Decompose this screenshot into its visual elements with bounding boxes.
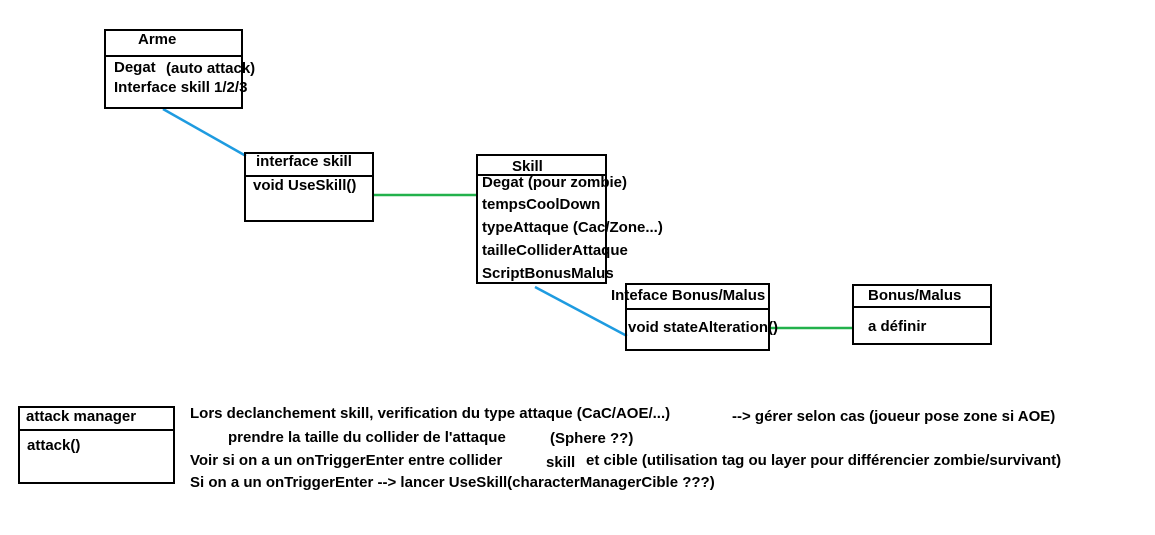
interface-skill-method-useskill: void UseSkill() xyxy=(253,177,357,194)
note-line-3-skill: skill xyxy=(546,454,576,471)
interface-skill-class-box xyxy=(244,152,374,222)
arme-to-interface-skill-connector xyxy=(162,107,247,158)
skill-field-degat: Degat (pour zombie) xyxy=(482,174,627,191)
arme-divider xyxy=(106,55,241,57)
skill-field-tempscooldown: tempsCoolDown xyxy=(482,196,601,213)
arme-title: Arme xyxy=(138,31,177,48)
interface-skill-divider xyxy=(246,175,372,177)
note-line-1-continuation: --> gérer selon cas (joueur pose zone si… xyxy=(732,408,1056,425)
note-line-1: Lors declanchement skill, verification d… xyxy=(190,405,671,422)
skill-title: Skill xyxy=(512,158,543,175)
note-line-3-part-1: Voir si on a un onTriggerEnter entre col… xyxy=(190,452,503,469)
interface-bonus-malus-method-statealteration: void stateAlteration() xyxy=(628,319,779,336)
attack-manager-method-attack: attack() xyxy=(27,437,81,454)
note-line-2-continuation: (Sphere ??) xyxy=(550,430,634,447)
bonus-malus-title: Bonus/Malus xyxy=(868,287,962,304)
bonus-malus-divider xyxy=(854,306,990,308)
arme-class-box xyxy=(104,29,243,109)
interface-bonus-malus-title: Inteface Bonus/Malus xyxy=(611,287,766,304)
attack-manager-divider xyxy=(20,429,173,431)
attack-manager-class-box xyxy=(18,406,175,484)
note-line-2: prendre la taille du collider de l'attaq… xyxy=(228,429,506,446)
arme-field-interface-skill: Interface skill 1/2/3 xyxy=(114,79,248,96)
bonus-malus-field-a-definir: a définir xyxy=(868,318,927,335)
skill-class-box xyxy=(476,154,607,284)
interface-bonus-malus-divider xyxy=(627,308,768,310)
note-line-4: Si on a un onTriggerEnter --> lancer Use… xyxy=(190,474,715,491)
skill-to-interface-bonus-malus-connector xyxy=(534,285,628,338)
skill-field-typeattaque: typeAttaque (Cac/Zone...) xyxy=(482,219,663,236)
bonus-malus-class-box xyxy=(852,284,992,345)
interface-bonus-malus-class-box xyxy=(625,283,770,351)
note-line-3-part-2: et cible (utilisation tag ou layer pour … xyxy=(586,452,1062,469)
interface-skill-title: interface skill xyxy=(256,153,352,170)
skill-field-taillecolliderattaque: tailleColliderAttaque xyxy=(482,242,628,259)
attack-manager-title: attack manager xyxy=(26,408,137,425)
skill-divider xyxy=(478,174,605,176)
arme-field-degat: Degat xyxy=(114,59,156,76)
arme-field-auto-attack: (auto attack) xyxy=(166,60,256,77)
skill-field-scriptbonusmalus: ScriptBonusMalus xyxy=(482,265,614,282)
